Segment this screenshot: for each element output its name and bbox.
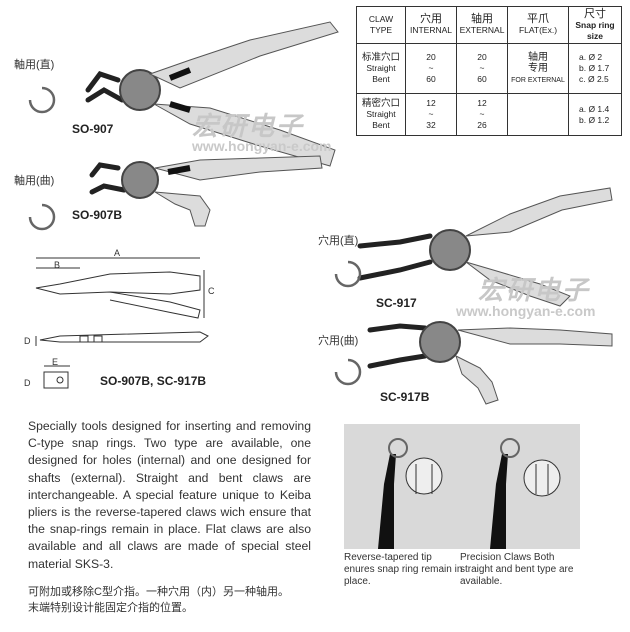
standard-flat-cell: 轴用 专用 FOR EXTERNAL bbox=[507, 43, 569, 94]
size-header-cn: 尺寸 bbox=[584, 7, 606, 20]
standard-type-bent: Bent bbox=[372, 74, 390, 84]
snap-ring-icon bbox=[28, 86, 56, 114]
precision-size-cell: a. Ø 1.4 b. Ø 1.2 bbox=[568, 93, 622, 136]
precision-external-from: 12 bbox=[477, 98, 487, 108]
description-en: Specially tools designed for inserting a… bbox=[28, 419, 311, 571]
caption-reverse-tapered: Reverse-tapered tip enures snap ring rem… bbox=[344, 552, 463, 587]
snap-ring-icon bbox=[28, 203, 56, 231]
snap-ring-icons bbox=[28, 86, 362, 386]
standard-internal-to: 60 bbox=[426, 74, 436, 84]
claw-type-header: CLAW TYPE bbox=[356, 6, 406, 44]
sc917-model: SC-917 bbox=[376, 296, 417, 310]
dim-d-label: D bbox=[24, 336, 31, 346]
sc917-pliers-image bbox=[357, 187, 613, 307]
flat-header: 平爪 FLAT(Ex.) bbox=[507, 6, 569, 44]
so907b-model: SO-907B bbox=[72, 208, 123, 222]
precision-type-cn: 精密穴口 bbox=[361, 98, 400, 109]
range-tilde: ~ bbox=[479, 109, 485, 119]
so907-model: SO-907 bbox=[72, 122, 114, 136]
standard-internal-from: 20 bbox=[426, 52, 436, 62]
dim-d-label-2: D bbox=[24, 378, 31, 388]
caption-precision-claws: Precision Claws Both straight and bent t… bbox=[460, 552, 574, 587]
standard-internal-cell: 20 ~ 60 bbox=[405, 43, 457, 94]
dim-a-label: A bbox=[114, 248, 121, 258]
sc917b-label: 穴用(曲) bbox=[318, 335, 359, 347]
reverse-tapered-photo bbox=[344, 424, 464, 549]
size-a: a. Ø 2 bbox=[579, 52, 603, 62]
precision-flat-cell bbox=[507, 93, 569, 136]
precision-external-to: 26 bbox=[477, 120, 487, 130]
dim-b-label: B bbox=[54, 260, 61, 270]
diagram-models: SO-907B, SC-917B bbox=[100, 374, 207, 388]
reverse-tapered-image bbox=[378, 438, 443, 549]
spec-row-standard: 标准穴口 Straight Bent 20 ~ 60 20 ~ 60 轴用 专用… bbox=[356, 43, 622, 94]
standard-type-cn: 标准穴口 bbox=[361, 52, 400, 63]
dim-e-label: E bbox=[52, 357, 59, 367]
so907-pliers-image bbox=[85, 21, 339, 167]
claw-type-header-line1: CLAW bbox=[368, 14, 394, 24]
snap-ring-icon bbox=[334, 358, 362, 386]
internal-header-cn: 穴用 bbox=[420, 13, 442, 25]
size-header: 尺寸 Snap ring size bbox=[568, 6, 622, 44]
internal-header-en: INTERNAL bbox=[409, 25, 453, 35]
flat-cn-line2: 专用 bbox=[528, 62, 548, 74]
claw-type-header-line2: TYPE bbox=[369, 25, 393, 35]
watermark-cn-top: 宏研电子 bbox=[192, 112, 305, 141]
dimension-diagram bbox=[35, 257, 209, 389]
external-header: 轴用 EXTERNAL bbox=[456, 6, 508, 44]
size-c: c. Ø 2.5 bbox=[579, 74, 609, 84]
sc917b-model: SC-917B bbox=[380, 390, 430, 404]
external-header-en: EXTERNAL bbox=[459, 25, 505, 35]
standard-external-to: 60 bbox=[477, 74, 487, 84]
standard-external-from: 20 bbox=[477, 52, 487, 62]
watermark-url-bottom: www.hongyan-e.com bbox=[456, 303, 596, 319]
sc917b-pliers-image bbox=[367, 321, 613, 405]
pliers-illustrations bbox=[28, 21, 613, 405]
range-tilde: ~ bbox=[428, 109, 434, 119]
spec-table-header: CLAW TYPE 穴用 INTERNAL 轴用 EXTERNAL 平爪 FLA… bbox=[356, 6, 622, 44]
snap-ring-icon bbox=[334, 260, 362, 288]
size-header-en: Snap ring size bbox=[575, 19, 615, 41]
flat-header-en: FLAT(Ex.) bbox=[518, 25, 558, 35]
precision-internal-to: 32 bbox=[426, 120, 436, 130]
size-a: a. Ø 1.4 bbox=[579, 103, 610, 114]
spec-table: CLAW TYPE 穴用 INTERNAL 轴用 EXTERNAL 平爪 FLA… bbox=[356, 6, 622, 136]
size-b: b. Ø 1.2 bbox=[579, 114, 610, 125]
dim-c-label: C bbox=[208, 286, 215, 296]
spec-row-precision: 精密穴口 Straight Bent 12 ~ 32 12 ~ 26 a. Ø … bbox=[356, 93, 622, 136]
so907b-label: 軸用(曲) bbox=[14, 175, 55, 187]
standard-type-straight: Straight bbox=[366, 63, 396, 73]
flat-en: FOR EXTERNAL bbox=[511, 76, 565, 84]
sc917-label: 穴用(直) bbox=[318, 235, 359, 247]
precision-internal-cell: 12 ~ 32 bbox=[405, 93, 457, 136]
range-tilde: ~ bbox=[479, 63, 485, 73]
description-cn-line1: 可附加或移除C型介指。一种穴用（内）另一种轴用。 bbox=[28, 586, 289, 598]
flat-header-cn: 平爪 bbox=[527, 13, 549, 25]
precision-type-cell: 精密穴口 Straight Bent bbox=[356, 93, 406, 136]
external-header-cn: 轴用 bbox=[471, 13, 493, 25]
precision-claws-image bbox=[490, 438, 561, 549]
so907b-pliers-image bbox=[89, 155, 323, 227]
size-b: b. Ø 1.7 bbox=[579, 63, 610, 73]
precision-claws-photo bbox=[460, 424, 580, 549]
standard-external-cell: 20 ~ 60 bbox=[456, 43, 508, 94]
flat-cn-line1: 轴用 bbox=[528, 51, 548, 63]
description-cn-line2: 末端特别设计能固定介指的位置。 bbox=[28, 602, 193, 614]
precision-internal-from: 12 bbox=[426, 98, 436, 108]
range-tilde: ~ bbox=[428, 63, 434, 73]
precision-type-straight: Straight bbox=[366, 109, 396, 119]
precision-type-bent: Bent bbox=[372, 120, 390, 130]
watermark-url-top: www.hongyan-e.com bbox=[192, 138, 332, 154]
so907-label: 軸用(直) bbox=[14, 59, 55, 71]
watermark-cn-bottom: 宏研电子 bbox=[478, 276, 591, 305]
